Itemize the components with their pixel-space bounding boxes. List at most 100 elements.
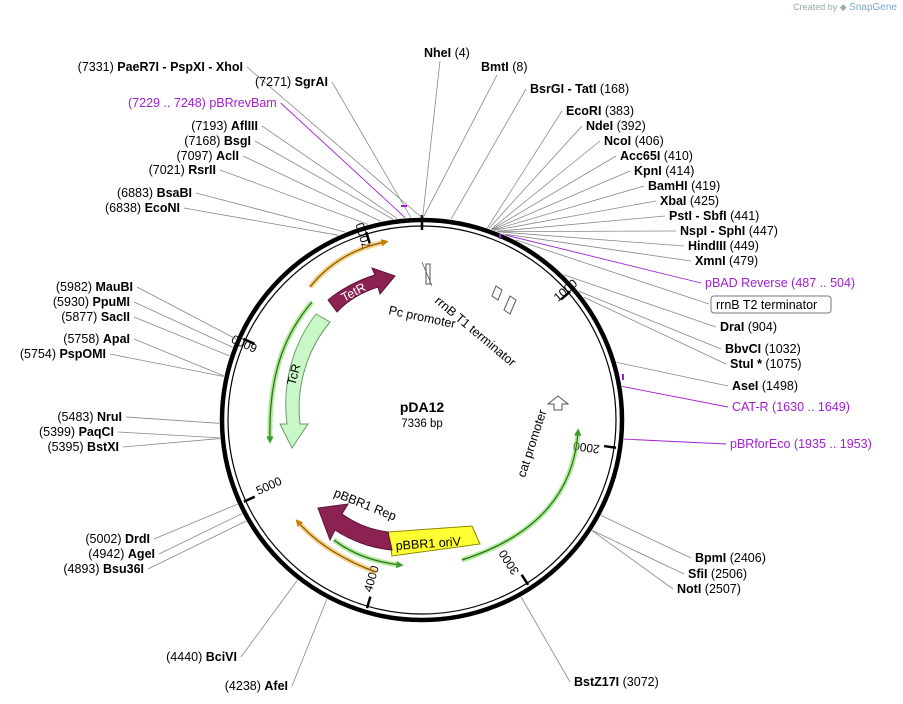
site-name: HindIII: [688, 239, 726, 253]
site-position: (7168): [184, 134, 224, 148]
site-leader-line: [117, 431, 220, 439]
cat-promoter-icon: [546, 395, 570, 411]
plasmid-size: 7336 bp: [401, 418, 443, 430]
tcr-arrow: [279, 313, 331, 449]
rrnb-t1-label: rrnB T1 terminator: [432, 294, 519, 370]
site-name: Bsu36I: [103, 562, 144, 576]
site-leader-line: [591, 530, 674, 590]
credit-brand: SnapGene: [849, 2, 897, 13]
site-leader-line: [487, 110, 563, 229]
site-leader-line: [147, 520, 247, 570]
site-leader-line: [242, 155, 381, 222]
rrnb-t2-leader-line: [515, 239, 710, 305]
primer-label: pBAD Reverse (487 .. 504): [705, 276, 855, 290]
site-name: BciVI: [206, 650, 237, 664]
site-leader-line: [496, 215, 666, 232]
site-leader-line: [423, 74, 498, 218]
site-label: (5002) DrdI: [85, 532, 150, 546]
site-name: BmtI: [481, 60, 509, 74]
site-position: (8): [509, 60, 528, 74]
site-name: PaeR7I - PspXI - XhoI: [117, 60, 243, 74]
site-label: NheI (4): [424, 46, 470, 60]
site-leader-line: [450, 88, 527, 220]
site-label: XbaI (425): [660, 194, 719, 208]
site-position: (5002): [85, 532, 125, 546]
site-leader-line: [246, 66, 422, 218]
site-position: (4238): [225, 679, 265, 693]
site-leader-line: [133, 338, 225, 377]
site-label: (4440) BciVI: [166, 650, 237, 664]
rrnb-t2-box: [710, 295, 832, 314]
site-leader-line: [492, 170, 631, 230]
site-name: ApaI: [103, 332, 130, 346]
site-position: (5877): [61, 310, 101, 324]
primer-name: pBRrevBam: [209, 96, 276, 110]
site-leader-line: [616, 361, 729, 387]
site-label: (5399) PaqCI: [39, 425, 114, 439]
credit-prefix: Created by: [793, 2, 838, 12]
site-position: (5982): [56, 280, 96, 294]
site-label: PstI - SbfI (441): [669, 209, 759, 223]
site-name: StuI *: [730, 357, 762, 371]
site-position: (425): [686, 194, 719, 208]
site-label: (5754) PspOMI: [20, 347, 106, 361]
site-name: EcoNI: [145, 201, 180, 215]
site-leader-line: [422, 60, 441, 218]
primer-range: (1630 .. 1649): [769, 400, 850, 414]
site-position: (6883): [117, 186, 157, 200]
site-name: BsrGI - TatI: [530, 82, 596, 96]
tcr-label: TcR: [284, 362, 303, 386]
site-label: (5930) PpuMI: [53, 295, 130, 309]
features: TetR TcR Pc promoter rrnB T1 terminator …: [266, 239, 582, 575]
site-name: Acc65I: [620, 149, 660, 163]
site-position: (3072): [619, 675, 659, 689]
site-name: EcoRI: [566, 104, 601, 118]
site-position: (6838): [105, 201, 145, 215]
scale-tick-mark: [243, 337, 256, 346]
primer-name: pBAD Reverse: [705, 276, 788, 290]
site-name: XmnI: [695, 254, 726, 268]
site-position: (447): [745, 224, 778, 238]
site-leader-line: [133, 301, 233, 348]
site-name: PpuMI: [93, 295, 131, 309]
primer-leader-line: [624, 438, 727, 445]
site-label: (5758) ApaI: [63, 332, 130, 346]
site-leader-line: [240, 579, 298, 658]
scale-tick-label: 3000: [496, 547, 522, 577]
site-position: (410): [660, 149, 693, 163]
restriction-sites: NheI (4) BmtI (8)BsrGI - TatI (168) EcoRI …: [20, 46, 802, 693]
site-label: BamHI (419): [648, 179, 720, 193]
site-position: (4893): [63, 562, 103, 576]
site-position: (449): [726, 239, 759, 253]
site-label: EcoRI (383): [566, 104, 634, 118]
primer-mark-pbrrevbam: [401, 205, 407, 207]
site-label: AseI (1498): [732, 379, 798, 393]
site-position: (414): [662, 164, 695, 178]
site-label: (4942) AgeI: [88, 547, 155, 561]
site-label: (5982) MauBI: [56, 280, 133, 294]
primer-name: pBRforEco: [730, 437, 790, 451]
site-position: (5483): [57, 410, 97, 424]
site-label: BsrGI - TatI (168): [530, 82, 629, 96]
site-label: StuI * (1075): [730, 357, 802, 371]
site-name: PstI - SbfI: [669, 209, 727, 223]
rep-lower-arrow: [295, 519, 377, 573]
site-position: (2506): [707, 567, 747, 581]
site-leader-line: [122, 438, 220, 448]
site-name: BpmI: [695, 551, 726, 565]
scale-tick-mark: [560, 290, 571, 301]
site-name: BstXI: [87, 440, 119, 454]
site-leader-line: [219, 169, 369, 225]
site-label: (5395) BstXI: [47, 440, 119, 454]
tetr-orf-arrow: [309, 239, 389, 288]
site-leader-line: [183, 207, 339, 236]
cat-orf-highlight: [461, 431, 581, 563]
site-label: (4238) AfeI: [225, 679, 288, 693]
site-leader-line: [600, 515, 692, 559]
site-position: (7331): [78, 60, 118, 74]
snapgene-credit: Created by ◆ SnapGene: [793, 2, 897, 13]
cat-promoter-label: cat promoter: [515, 408, 550, 479]
site-name: AclI: [216, 149, 239, 163]
site-position: (4): [451, 46, 470, 60]
site-label: SfiI (2506): [688, 567, 747, 581]
